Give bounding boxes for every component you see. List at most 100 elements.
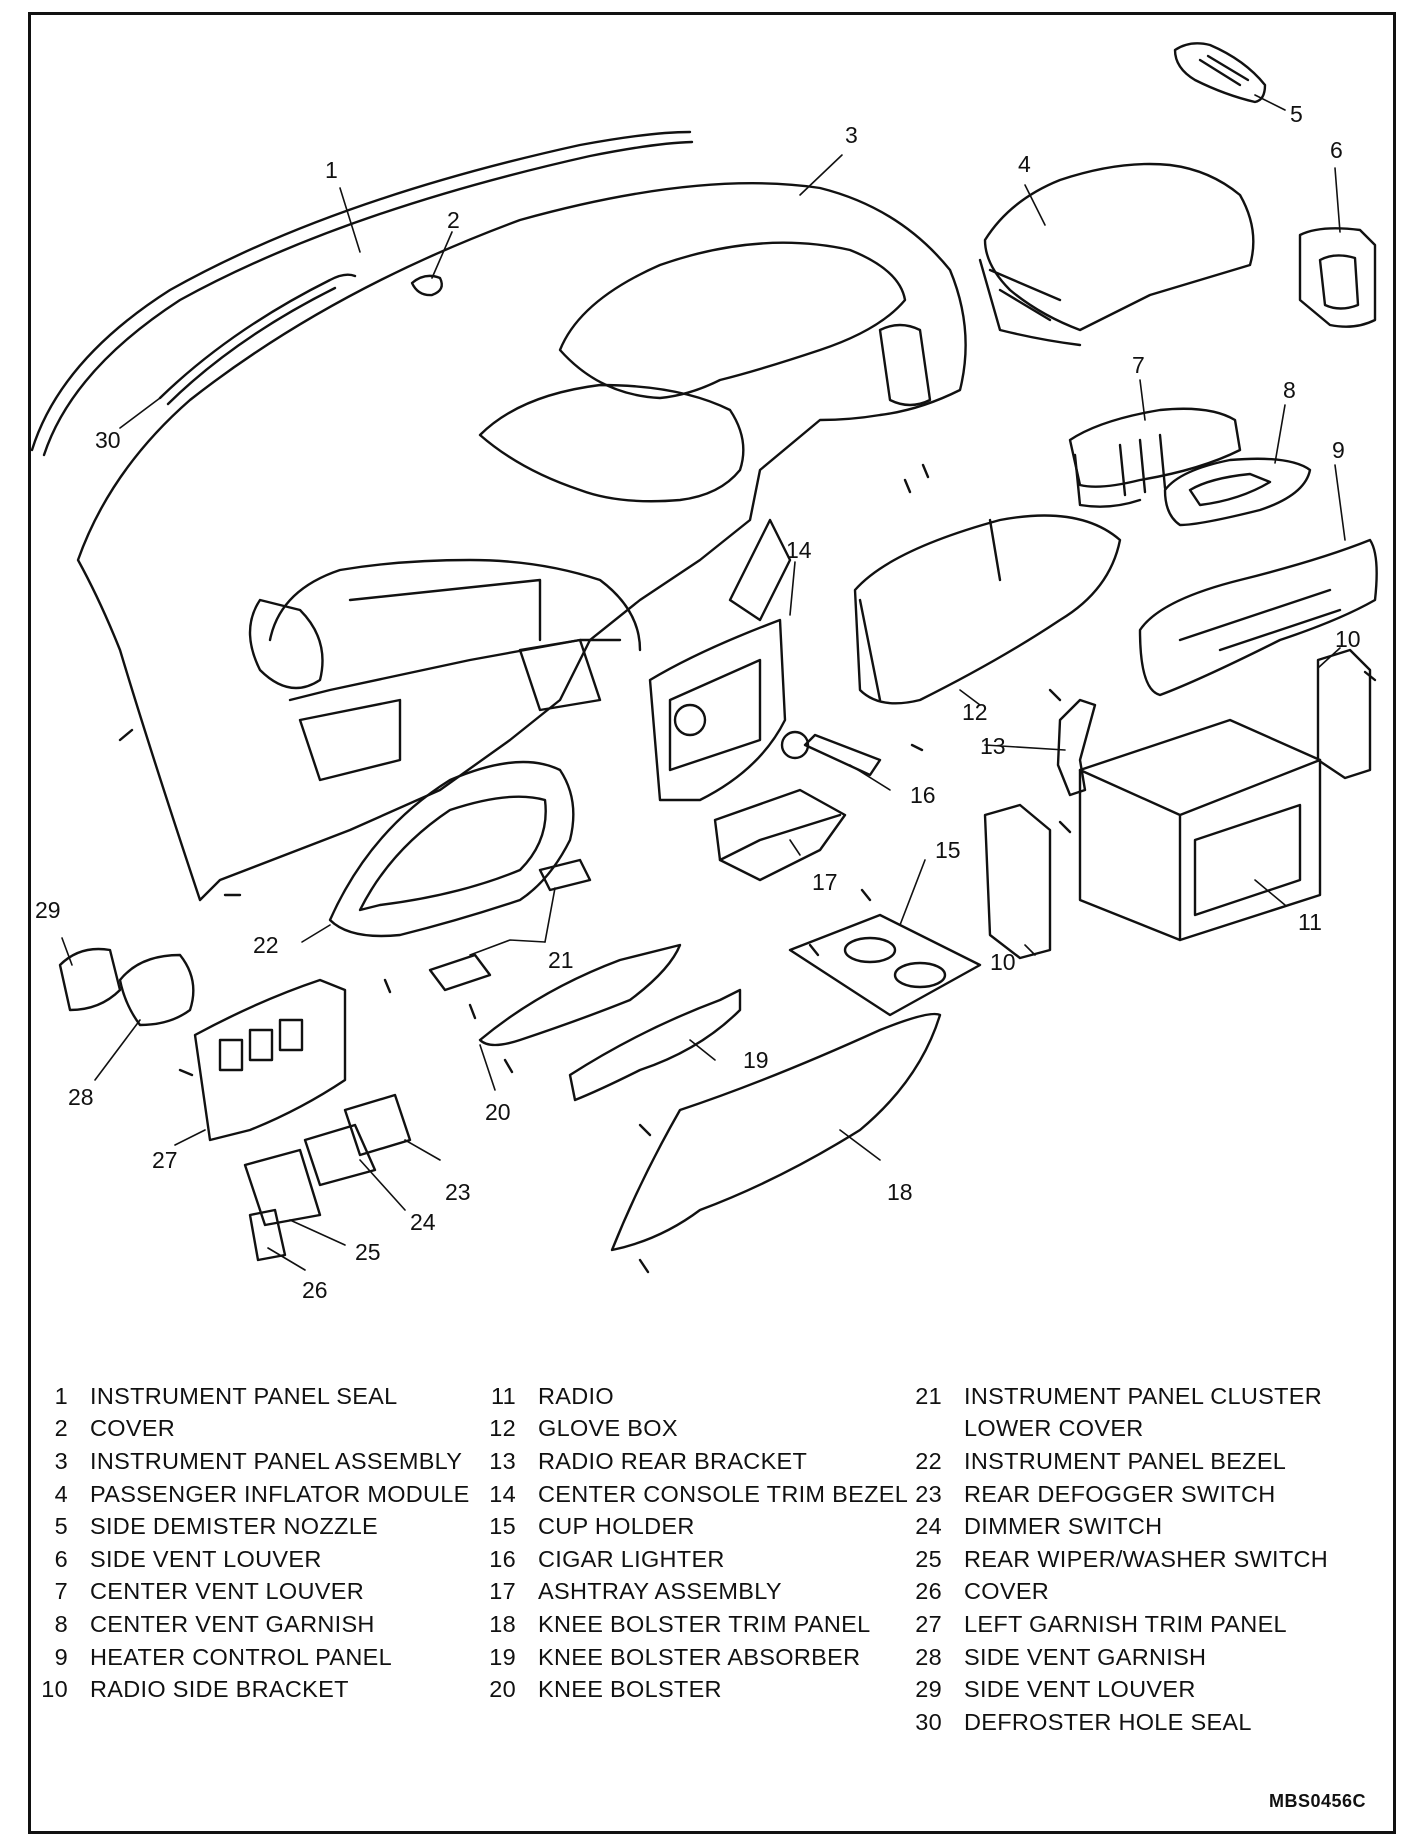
callout-label: 3	[845, 122, 858, 148]
legend-text: SIDE VENT LOUVER	[90, 1545, 322, 1572]
part-cup-holder	[788, 913, 982, 1017]
part-knee-bolster	[478, 943, 682, 1047]
legend-number: 1	[54, 1382, 68, 1409]
callout-label: 6	[1330, 137, 1343, 163]
callout-label: 2	[447, 207, 460, 233]
legend-text: RADIO	[538, 1382, 614, 1409]
legend-text: RADIO REAR BRACKET	[538, 1447, 808, 1474]
part-knee-bolster-trim-panel	[610, 1012, 942, 1252]
legend-text: REAR DEFOGGER SWITCH	[964, 1480, 1276, 1507]
legend-item: 3 INSTRUMENT PANEL ASSEMBLY	[40, 1445, 470, 1478]
callout-label: 25	[355, 1239, 381, 1265]
callout-label: 9	[1332, 437, 1345, 463]
legend-number: 18	[489, 1610, 516, 1637]
legend-number: 5	[54, 1513, 68, 1540]
legend-number: 12	[489, 1415, 516, 1442]
legend-number: 25	[915, 1545, 942, 1572]
callout-label: 19	[743, 1047, 769, 1073]
callout-label: 13	[980, 733, 1006, 759]
callout-label: 1	[325, 157, 338, 183]
legend-item-continuation: 00LOWER COVER	[914, 1413, 1328, 1446]
legend-column-1: 1 INSTRUMENT PANEL SEAL 2 COVER 3 INSTRUMEN…	[40, 1380, 470, 1706]
legend-text: CIGAR LIGHTER	[538, 1545, 725, 1572]
callout-label: 10	[990, 949, 1016, 975]
legend-number: 2	[54, 1415, 68, 1442]
legend-text: COVER	[964, 1578, 1050, 1605]
part-passenger-inflator-module	[978, 162, 1255, 347]
legend-item: 1 INSTRUMENT PANEL SEAL	[40, 1380, 470, 1413]
part-radio-side-bracket-left	[983, 803, 1052, 960]
legend-item: 25 REAR WIPER/WASHER SWITCH	[914, 1543, 1328, 1576]
part-defroster-hole-seal	[158, 273, 357, 406]
callout-label: 26	[302, 1277, 328, 1303]
part-glove-box	[853, 514, 1122, 705]
part-center-vent-louver	[1068, 407, 1242, 508]
legend-number: 22	[915, 1447, 942, 1474]
legend-number: 3	[54, 1447, 68, 1474]
legend-number: 8	[54, 1610, 68, 1637]
part-rear-wiper-washer-switch	[243, 1148, 322, 1227]
part-side-vent-garnish	[118, 953, 195, 1027]
legend-text: COVER	[90, 1415, 176, 1442]
part-knee-bolster-absorber	[568, 988, 742, 1102]
part-cover-small	[410, 274, 443, 297]
legend-item: 29 SIDE VENT LOUVER	[914, 1673, 1328, 1706]
legend-item: 19 KNEE BOLSTER ABSORBER	[488, 1641, 908, 1674]
legend-number: 29	[915, 1676, 942, 1703]
legend-number: 17	[489, 1578, 516, 1605]
legend-text: INSTRUMENT PANEL SEAL	[90, 1382, 398, 1409]
part-cluster-lower-cover-b	[428, 953, 492, 992]
callout-label: 16	[910, 782, 936, 808]
legend-number: 21	[915, 1382, 942, 1409]
callout-label: 11	[1298, 909, 1322, 935]
diagram-frame	[28, 12, 1396, 1834]
legend-text: INSTRUMENT PANEL ASSEMBLY	[90, 1447, 463, 1474]
callout-label: 14	[786, 537, 812, 563]
part-ashtray-assembly	[713, 788, 847, 882]
callout-label: 24	[410, 1209, 436, 1235]
legend-item: 22 INSTRUMENT PANEL BEZEL	[914, 1445, 1328, 1478]
legend-text: REAR WIPER/WASHER SWITCH	[964, 1545, 1329, 1572]
legend-number: 4	[54, 1480, 68, 1507]
part-cover-small-switch	[248, 1208, 287, 1262]
callout-label: 4	[1018, 151, 1031, 177]
legend-number: 26	[915, 1578, 942, 1605]
legend-number: 11	[491, 1382, 516, 1409]
diagram-code: MBS0456C	[1268, 1791, 1366, 1811]
legend-number: 13	[489, 1447, 516, 1474]
callout-label: 30	[95, 427, 121, 453]
part-dimmer-switch	[303, 1123, 377, 1187]
legend-text: KNEE BOLSTER ABSORBER	[538, 1643, 861, 1670]
part-center-vent-garnish	[1163, 457, 1312, 527]
legend-number: 9	[54, 1643, 68, 1670]
callout-label: 29	[35, 897, 61, 923]
legend-item: 11 RADIO	[488, 1380, 908, 1413]
legend-text: SIDE VENT LOUVER	[964, 1676, 1196, 1703]
part-side-vent-louver	[1298, 227, 1377, 328]
exploded-parts-diagram: 1 2 3 4 5 6 7 8 9 10 10 11 12 13 14 15 1…	[30, 42, 1378, 1303]
part-cluster-lower-cover-a	[538, 858, 592, 892]
legend-item: 2 COVER	[40, 1413, 470, 1446]
legend-number: 10	[41, 1676, 68, 1703]
legend-number: 24	[915, 1513, 942, 1540]
part-left-garnish-trim-panel	[193, 978, 347, 1142]
legend-text: INSTRUMENT PANEL BEZEL	[964, 1447, 1287, 1474]
part-radio-side-bracket-right	[1316, 648, 1372, 780]
legend-number: 19	[489, 1643, 516, 1670]
legend-item: 13 RADIO REAR BRACKET	[488, 1445, 908, 1478]
callout-label: 22	[253, 932, 279, 958]
legend-text: KNEE BOLSTER TRIM PANEL	[538, 1610, 871, 1637]
part-instrument-panel-assembly	[76, 182, 967, 902]
